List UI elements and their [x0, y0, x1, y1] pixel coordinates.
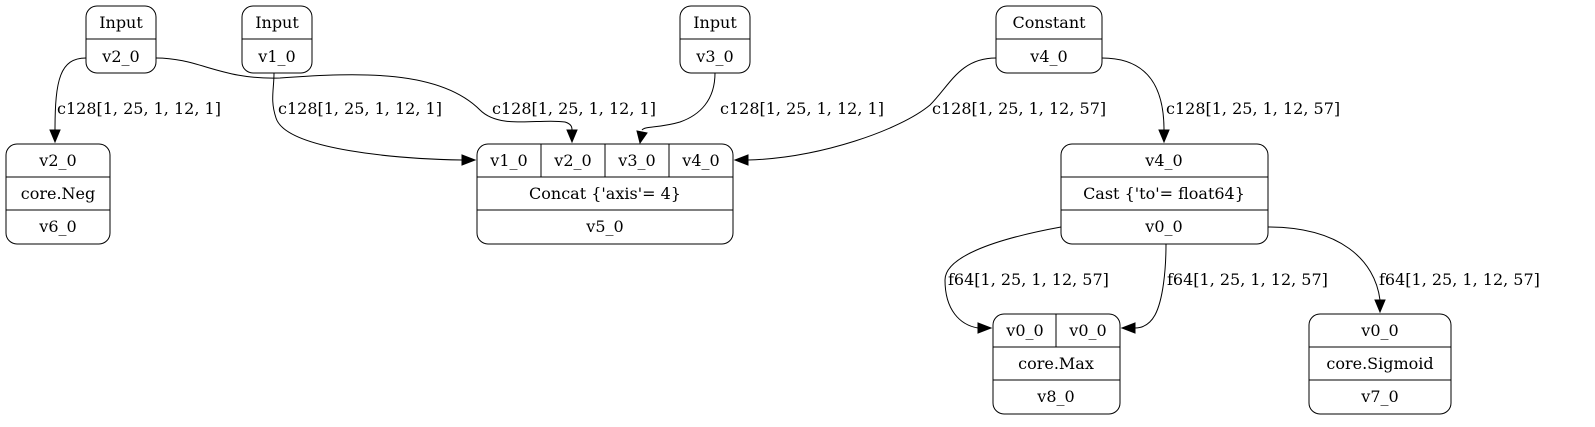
edge-line — [641, 72, 716, 131]
node-title: Constant — [1012, 13, 1086, 32]
edge-cast-to-max-b: f64[1, 25, 1, 12, 57] — [1120, 243, 1328, 334]
arrowhead — [977, 322, 993, 334]
node-title: Input — [693, 13, 737, 32]
edge-line — [54, 57, 87, 131]
node-op: core.Neg — [21, 184, 96, 203]
input-node-v3[interactable]: Input v3_0 — [679, 5, 751, 74]
node-output: v5_0 — [585, 217, 623, 236]
edge-label: c128[1, 25, 1, 12, 57] — [932, 99, 1106, 118]
edge-v2-to-concat: c128[1, 25, 1, 12, 1] — [155, 57, 656, 144]
edge-line — [747, 57, 997, 161]
edge-line — [1267, 226, 1381, 301]
max-node[interactable]: v0_0 v0_0 core.Max v8_0 — [992, 313, 1121, 415]
node-output: v7_0 — [1360, 387, 1398, 406]
neg-node-box — [5, 143, 111, 245]
arrowhead — [636, 130, 648, 145]
edge-label: c128[1, 25, 1, 12, 1] — [278, 99, 442, 118]
node-op: Cast {'to'= float64} — [1083, 184, 1245, 203]
arrowhead — [49, 129, 61, 144]
node-op: core.Max — [1018, 354, 1094, 373]
node-value: v4_0 — [1029, 47, 1067, 66]
sigmoid-node[interactable]: v0_0 core.Sigmoid v7_0 — [1308, 313, 1452, 415]
node-input-port: v4_0 — [1144, 151, 1182, 170]
sigmoid-node-box — [1308, 313, 1452, 415]
input-node-v2[interactable]: Input v2_0 — [85, 5, 157, 74]
edge-v3-to-concat: c128[1, 25, 1, 12, 1] — [636, 72, 884, 145]
node-value: v3_0 — [695, 47, 733, 66]
cast-node-box — [1060, 143, 1269, 245]
edge-cast-to-sigmoid: f64[1, 25, 1, 12, 57] — [1267, 226, 1540, 314]
edge-label: f64[1, 25, 1, 12, 57] — [1167, 270, 1328, 289]
node-input-port: v0_0 — [1005, 321, 1043, 340]
edge-v2-to-neg: c128[1, 25, 1, 12, 1] — [49, 57, 221, 144]
edge-line — [272, 72, 463, 161]
arrowhead — [461, 154, 477, 166]
node-input-port: v0_0 — [1068, 321, 1106, 340]
edge-v4-to-concat: c128[1, 25, 1, 12, 57] — [733, 57, 1106, 166]
edge-line — [1134, 243, 1167, 329]
node-value: v2_0 — [101, 47, 139, 66]
node-output: v8_0 — [1036, 387, 1074, 406]
node-input-port: v2_0 — [38, 151, 76, 170]
concat-node[interactable]: v1_0 v2_0 v3_0 v4_0 Concat {'axis'= 4} v… — [476, 143, 734, 245]
neg-node[interactable]: v2_0 core.Neg v6_0 — [5, 143, 111, 245]
arrowhead — [1120, 322, 1136, 334]
node-input-port: v0_0 — [1360, 321, 1398, 340]
edge-label: c128[1, 25, 1, 12, 1] — [720, 99, 884, 118]
edge-line — [944, 226, 1062, 329]
edge-label: f64[1, 25, 1, 12, 57] — [948, 270, 1109, 289]
edge-label: c128[1, 25, 1, 12, 1] — [492, 99, 656, 118]
node-title: Input — [99, 13, 143, 32]
node-title: Input — [255, 13, 299, 32]
edge-v4-to-cast: c128[1, 25, 1, 12, 57] — [1101, 57, 1340, 144]
node-input-port: v4_0 — [681, 151, 719, 170]
node-value: v1_0 — [257, 47, 295, 66]
edge-line — [155, 57, 573, 131]
edge-line — [1101, 57, 1165, 131]
input-node-v1[interactable]: Input v1_0 — [241, 5, 313, 74]
arrowhead — [1374, 299, 1386, 314]
constant-node-v4[interactable]: Constant v4_0 — [995, 5, 1103, 74]
arrowhead — [733, 154, 749, 166]
node-input-port: v3_0 — [617, 151, 655, 170]
node-output: v0_0 — [1144, 217, 1182, 236]
cast-node[interactable]: v4_0 Cast {'to'= float64} v0_0 — [1060, 143, 1269, 245]
node-input-port: v1_0 — [489, 151, 527, 170]
node-output: v6_0 — [38, 217, 76, 236]
node-input-port: v2_0 — [553, 151, 591, 170]
edge-label: f64[1, 25, 1, 12, 57] — [1379, 270, 1540, 289]
node-op: Concat {'axis'= 4} — [529, 184, 681, 203]
edge-label: c128[1, 25, 1, 12, 1] — [57, 99, 221, 118]
edge-cast-to-max-a: f64[1, 25, 1, 12, 57] — [944, 226, 1109, 334]
edge-v1-to-concat: c128[1, 25, 1, 12, 1] — [272, 72, 477, 166]
arrowhead — [1158, 129, 1170, 144]
node-op: core.Sigmoid — [1326, 354, 1433, 373]
edge-label: c128[1, 25, 1, 12, 57] — [1166, 99, 1340, 118]
arrowhead — [566, 129, 578, 144]
